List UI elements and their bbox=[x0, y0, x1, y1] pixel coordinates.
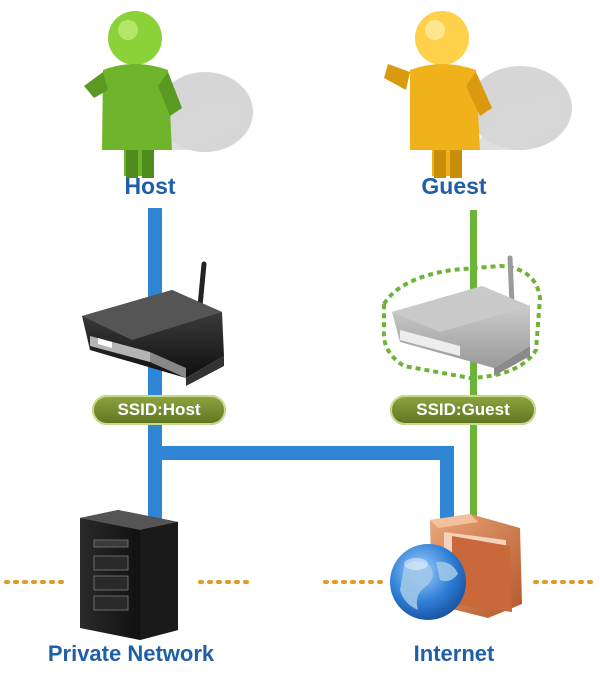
ssid-host-badge: SSID:Host bbox=[92, 395, 226, 425]
guest-person-icon bbox=[384, 11, 572, 178]
host-person-icon bbox=[84, 11, 253, 178]
guest-label: Guest bbox=[421, 173, 487, 199]
server-icon bbox=[80, 510, 178, 640]
guest-link bbox=[470, 210, 477, 528]
host-label: Host bbox=[124, 173, 176, 199]
host-router-icon bbox=[82, 261, 224, 386]
private-network-label: Private Network bbox=[47, 641, 215, 666]
ssid-guest-badge: SSID:Guest bbox=[390, 395, 536, 425]
host-link bbox=[148, 208, 454, 538]
internet-label: Internet bbox=[413, 641, 495, 666]
internet-icon bbox=[390, 514, 522, 620]
guest-router-icon bbox=[381, 255, 543, 381]
